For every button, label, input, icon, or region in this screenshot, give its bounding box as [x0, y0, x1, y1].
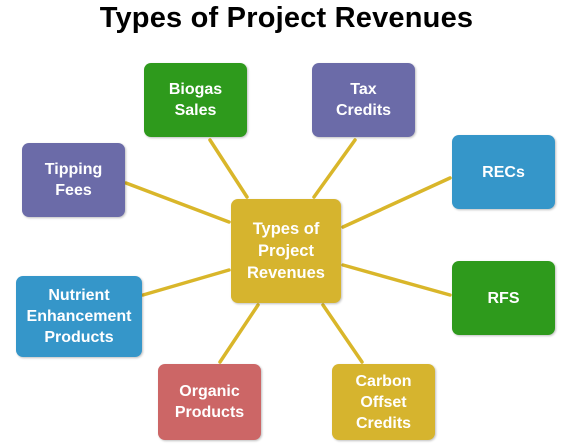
- node-rfs: RFS: [452, 261, 555, 335]
- connector-line-rfs: [341, 263, 452, 297]
- connector-line-recs: [341, 176, 452, 229]
- node-nutrient-enhancement-products: Nutrient Enhancement Products: [16, 276, 142, 357]
- connector-line-tipping-fees: [124, 181, 231, 224]
- center-node: Types of Project Revenues: [231, 199, 341, 303]
- diagram-title: Types of Project Revenues: [99, 2, 474, 34]
- connector-line-biogas-sales: [208, 138, 249, 199]
- node-carbon-offset-credits: Carbon Offset Credits: [332, 364, 435, 440]
- node-tax-credits: Tax Credits: [312, 63, 415, 137]
- connector-line-nutrient-enhancement-products: [141, 268, 231, 297]
- node-recs: RECs: [452, 135, 555, 209]
- connector-line-carbon-offset-credits: [321, 303, 364, 364]
- node-biogas-sales: Biogas Sales: [144, 63, 247, 137]
- connector-line-organic-products: [218, 303, 260, 364]
- node-organic-products: Organic Products: [158, 364, 261, 440]
- connector-line-tax-credits: [312, 138, 357, 199]
- node-tipping-fees: Tipping Fees: [22, 143, 125, 217]
